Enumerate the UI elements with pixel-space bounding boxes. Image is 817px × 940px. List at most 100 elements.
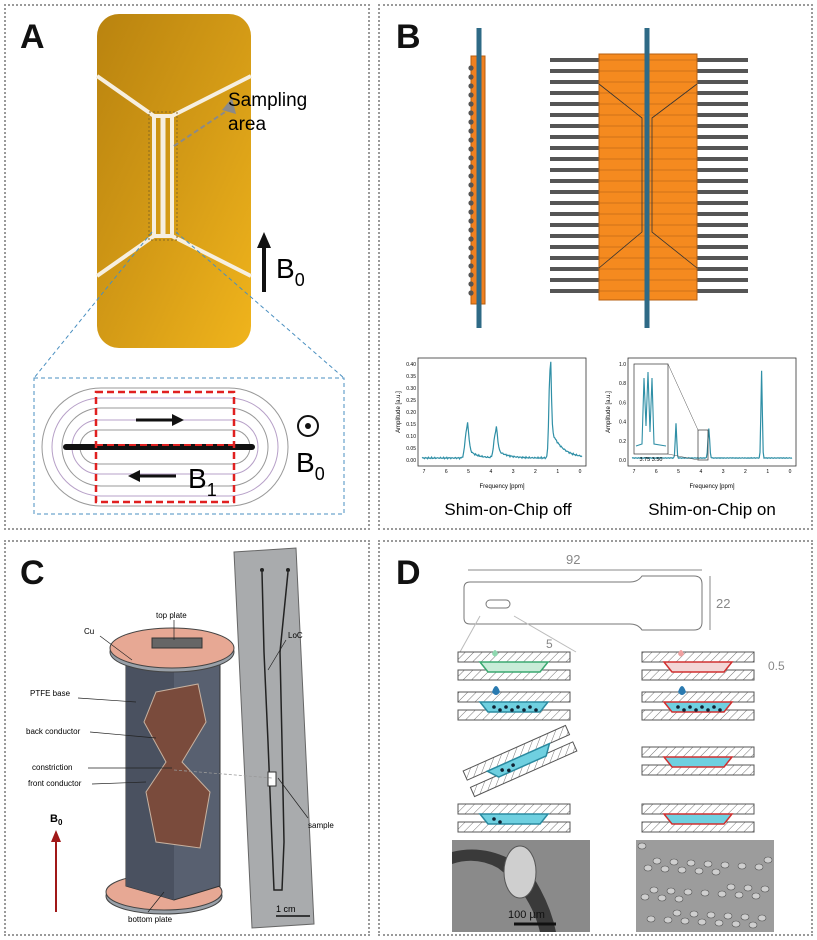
cell-dot	[492, 817, 496, 821]
cell	[683, 888, 693, 896]
cross-section	[457, 691, 571, 721]
cell	[737, 862, 747, 870]
cross-section	[457, 803, 571, 833]
cell	[740, 913, 750, 921]
sample-link	[173, 769, 273, 779]
chamber	[478, 701, 550, 713]
sampling-label-2: area	[228, 114, 266, 135]
panel-letter-c: C	[20, 554, 45, 592]
chamber	[662, 813, 734, 825]
cell	[703, 860, 713, 868]
dim-05: 0.5	[768, 659, 785, 673]
spectrum-on-xlabel: Frequency [ppm]	[689, 484, 734, 490]
sampling-arrow	[173, 109, 229, 147]
layer-top	[641, 803, 755, 815]
cell	[743, 884, 753, 892]
side-ridge	[468, 236, 474, 242]
x-tick-label: 5	[467, 469, 470, 475]
side-ridge	[468, 209, 474, 215]
loc-port-2	[286, 568, 290, 572]
cell	[652, 857, 662, 865]
cell-dot	[500, 768, 504, 772]
x-tick-label: 2	[534, 469, 537, 475]
side-ridge	[468, 101, 474, 107]
zoom-link-2	[667, 453, 699, 461]
y-tick-label: 0.8	[619, 381, 626, 387]
side-ridge	[468, 173, 474, 179]
cell	[706, 911, 716, 919]
chamber	[478, 813, 550, 825]
cell-dot	[511, 763, 515, 767]
side-ridge	[468, 110, 474, 116]
side-ridge	[468, 227, 474, 233]
y-tick-label: 0.15	[406, 422, 416, 428]
cell	[763, 856, 773, 864]
label-top-plate: top plate	[156, 611, 187, 620]
panel-c: C top plate Cu	[4, 540, 370, 936]
label-bottom-plate: bottom plate	[128, 915, 173, 924]
loc-channel	[261, 571, 289, 891]
side-ridge	[468, 191, 474, 197]
chamber	[662, 756, 734, 768]
y-tick-label: 0.00	[406, 458, 416, 464]
current-arrowhead-left	[128, 470, 140, 482]
cell	[677, 866, 687, 874]
cell-dot	[694, 708, 698, 712]
cell	[660, 865, 670, 873]
cell-dot	[700, 705, 704, 709]
caption-on: Shim-on-Chip on	[648, 500, 776, 519]
cell-dot	[718, 708, 722, 712]
label-constriction: constriction	[32, 763, 72, 772]
cell	[643, 864, 653, 872]
side-ridge	[468, 254, 474, 260]
spectrum-inset-ticks: 3.75 3.50	[640, 457, 663, 463]
cell	[689, 910, 699, 918]
cell-dot	[534, 708, 538, 712]
chip-well	[485, 599, 511, 609]
cross-section	[641, 803, 755, 833]
sampling-arrowhead	[222, 98, 236, 114]
cell	[666, 887, 676, 895]
side-ridge	[468, 74, 474, 80]
back-conductor	[143, 683, 211, 849]
b1-label: B1	[188, 463, 217, 500]
side-ridge	[468, 218, 474, 224]
spectrum-off-frame	[417, 357, 587, 467]
loc-plate	[233, 547, 315, 929]
b0-arrowhead	[257, 232, 271, 248]
cell	[672, 909, 682, 917]
panel-letter-b: B	[396, 18, 421, 56]
dim-length: 92	[566, 552, 580, 567]
x-tick-label: 7	[633, 469, 636, 475]
loc-port-1	[260, 568, 264, 572]
cross-section-rows	[457, 650, 755, 833]
cell	[726, 883, 736, 891]
cross-section	[457, 651, 571, 681]
x-tick-label: 1	[556, 469, 559, 475]
chip-channel-outline	[598, 83, 698, 269]
side-ridge	[468, 281, 474, 287]
cell-dot	[712, 705, 716, 709]
c-b0-label: B0	[50, 813, 63, 827]
y-tick-label: 0.25	[406, 398, 416, 404]
sampling-label-1: Sampling	[228, 90, 307, 111]
x-tick-label: 6	[655, 469, 658, 475]
droplet-blue-1	[492, 686, 500, 695]
cell-dot	[510, 708, 514, 712]
leader-lines	[77, 620, 309, 913]
droplet-blue-2	[678, 686, 686, 695]
cell-dot	[688, 705, 692, 709]
x-tick-label: 4	[489, 469, 492, 475]
panel-a: A Sampling area B0	[4, 4, 370, 530]
x-tick-label: 1	[766, 469, 769, 475]
label-back-conductor: back conductor	[26, 727, 81, 736]
cell-dot	[504, 705, 508, 709]
x-tick-label: 6	[445, 469, 448, 475]
chamber	[662, 701, 734, 713]
cell	[760, 885, 770, 893]
spectrum-on-line	[631, 370, 793, 460]
layer-top	[457, 651, 571, 663]
